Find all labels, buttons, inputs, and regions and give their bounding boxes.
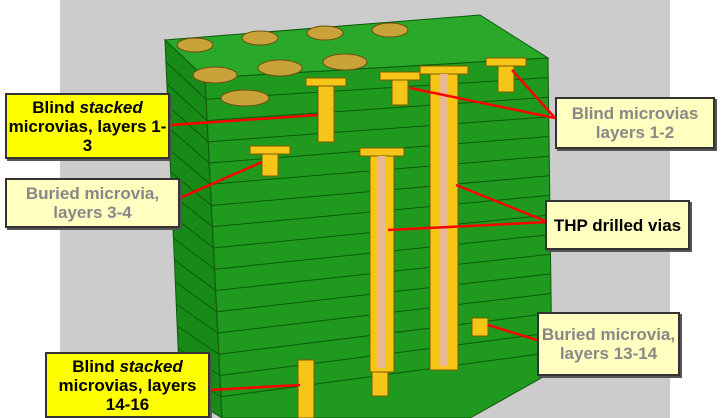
label-text: microvias, layers 1-3 <box>8 116 167 155</box>
label-text: microvias, layers 14-16 <box>58 375 197 414</box>
label-buried-13-14: Buried microvia, layers 13-14 <box>537 312 680 376</box>
layer-line <box>170 171 212 206</box>
layer-line <box>207 96 549 121</box>
layer-line <box>165 61 207 100</box>
label-text: Blind <box>72 356 120 376</box>
layer-line <box>176 325 220 355</box>
label-emphasis: stacked <box>79 97 143 117</box>
top-pads <box>176 22 409 107</box>
callout-arrows <box>169 69 556 392</box>
label-blind-stacked-1-3: Blind stacked microvias, layers 1-3 <box>5 93 170 159</box>
label-text: THP drilled vias <box>553 215 682 235</box>
label-blind-1-2: Blind microvias layers 1-2 <box>555 97 715 149</box>
layer-line <box>174 259 216 291</box>
layer-line <box>175 303 219 334</box>
layer-line <box>166 83 208 121</box>
label-emphasis: stacked <box>119 356 183 376</box>
layer-line <box>169 149 211 185</box>
label-thp: THP drilled vias <box>545 200 690 250</box>
layer-line <box>173 237 215 270</box>
label-text: Buried microvia, layers 13-14 <box>541 325 676 363</box>
label-text: Blind microvias layers 1-2 <box>571 104 699 142</box>
label-text: Buried microvia, layers 3-4 <box>25 184 160 222</box>
layer-line <box>208 116 549 143</box>
label-text: Blind <box>32 97 80 117</box>
via-cores <box>378 74 448 368</box>
label-buried-3-4: Buried microvia, layers 3-4 <box>5 178 180 228</box>
layer-line <box>175 281 217 313</box>
label-blind-stacked-14-16: Blind stacked microvias, layers 14-16 <box>45 352 210 418</box>
layer-line <box>168 127 210 164</box>
